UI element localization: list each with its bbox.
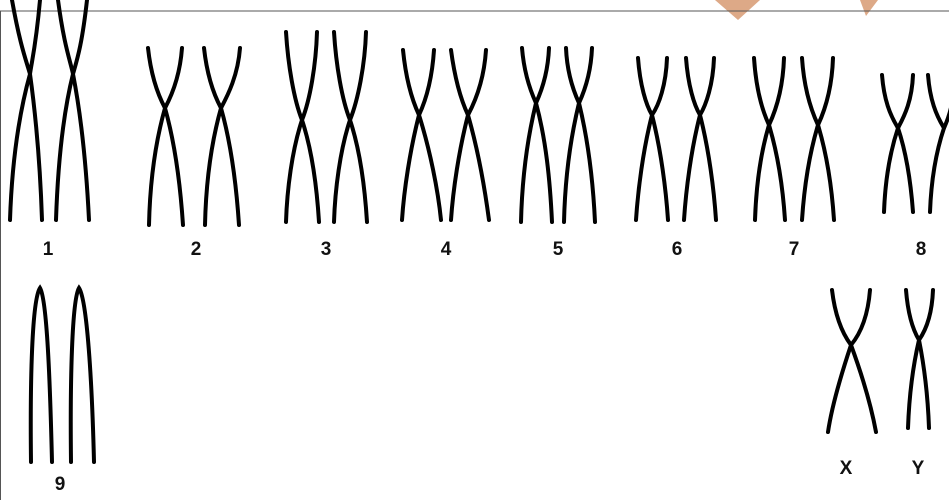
chromosome-5-label: 5 xyxy=(553,239,564,260)
chromosome-3-label: 3 xyxy=(321,239,332,260)
chromosome-5 xyxy=(521,48,595,222)
chromosome-6-label: 6 xyxy=(672,239,683,260)
chromosome-7-label: 7 xyxy=(789,239,800,260)
chromosome-x xyxy=(828,290,876,432)
chromosome-2-label: 2 xyxy=(191,239,202,260)
chromosome-9 xyxy=(31,288,94,462)
chromosome-3 xyxy=(286,32,367,222)
chromosome-8-label: 8 xyxy=(916,239,927,260)
chromosome-y-label: Y xyxy=(912,458,925,479)
chromosome-y xyxy=(906,290,933,428)
chromosome-8 xyxy=(882,75,949,212)
chromosome-1 xyxy=(10,0,89,220)
chromosome-6 xyxy=(636,58,716,220)
chromosome-4 xyxy=(402,50,489,220)
chromosome-2 xyxy=(148,48,240,225)
chromosome-x-label: X xyxy=(840,458,853,479)
chromosome-9-label: 9 xyxy=(55,474,66,495)
chromosome-4-label: 4 xyxy=(441,239,452,260)
chromosome-7 xyxy=(754,58,834,220)
watermark-shape xyxy=(715,0,878,20)
chromosome-1-label: 1 xyxy=(43,239,54,260)
